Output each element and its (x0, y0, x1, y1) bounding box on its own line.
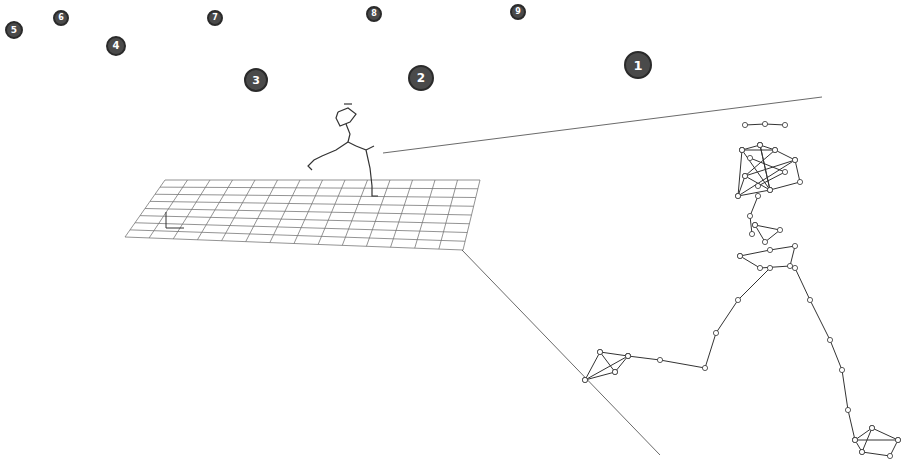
marker-dot (792, 157, 797, 162)
marker-dot (777, 227, 782, 232)
marker-dot (852, 437, 857, 442)
marker-dot (887, 453, 892, 458)
marker-dot (713, 330, 718, 335)
marker-dot (757, 265, 762, 270)
marker-dot (782, 122, 787, 127)
callout-number: 5 (11, 26, 17, 35)
marker-dot (612, 369, 617, 374)
marker-dot (625, 353, 630, 358)
marker-dot (702, 365, 707, 370)
marker-dot (762, 121, 767, 126)
axis-symbol (166, 212, 184, 228)
marker-dot (767, 187, 772, 192)
marker-dot (797, 179, 802, 184)
marker-dot (807, 297, 812, 302)
marker-dot (742, 173, 747, 178)
marker-dot (612, 369, 617, 374)
camera-circle: 1 (624, 51, 652, 79)
camera-circle: 6 (53, 10, 69, 26)
callout-number: 2 (417, 72, 425, 84)
marker-dot (735, 193, 740, 198)
marker-dot (597, 349, 602, 354)
marker-dot (762, 239, 767, 244)
marker-dot (772, 147, 777, 152)
marker-dot (827, 337, 832, 342)
marker-dot (735, 193, 740, 198)
marker-dot (895, 437, 900, 442)
skeleton-figure (582, 121, 900, 458)
marker-dot (749, 231, 754, 236)
small-figure (308, 104, 378, 196)
camera-circle: 2 (408, 65, 434, 91)
marker-dot (792, 157, 797, 162)
marker-dot (582, 377, 587, 382)
marker-dot (657, 357, 662, 362)
marker-dot (839, 367, 844, 372)
marker-dot (869, 425, 874, 430)
marker-dot (852, 437, 857, 442)
marker-dot (625, 353, 630, 358)
marker-dot (757, 142, 762, 147)
marker-dot (859, 449, 864, 454)
marker-dot (737, 253, 742, 258)
callout-number: 8 (371, 10, 377, 18)
camera-circle: 7 (207, 10, 223, 26)
marker-dot (735, 297, 740, 302)
marker-dot (755, 193, 760, 198)
camera-circle: 8 (366, 6, 382, 22)
marker-dot (767, 187, 772, 192)
marker-dot (792, 243, 797, 248)
marker-dot (755, 183, 760, 188)
callout-number: 1 (633, 59, 642, 72)
camera-circle: 3 (244, 68, 268, 92)
camera-circle: 5 (5, 21, 23, 39)
callout-number: 9 (515, 8, 521, 16)
marker-dot (895, 437, 900, 442)
marker-dot (772, 147, 777, 152)
marker-dot (742, 173, 747, 178)
marker-dot (859, 449, 864, 454)
marker-dot (752, 222, 757, 227)
callout-number: 7 (212, 14, 218, 22)
marker-dot (845, 407, 850, 412)
marker-dot (767, 187, 772, 192)
marker-dot (742, 122, 747, 127)
marker-dot (852, 437, 857, 442)
marker-dot (869, 425, 874, 430)
zoom-lines (383, 97, 822, 455)
marker-dot (597, 349, 602, 354)
marker-dot (767, 265, 772, 270)
marker-dot (767, 247, 772, 252)
callout-number: 4 (113, 41, 120, 51)
callout-number: 6 (58, 14, 64, 22)
marker-dot (792, 265, 797, 270)
marker-dot (737, 253, 742, 258)
marker-dot (739, 147, 744, 152)
camera-circle: 4 (106, 36, 126, 56)
callout-number: 3 (252, 75, 260, 86)
marker-dot (739, 147, 744, 152)
marker-dot (582, 377, 587, 382)
marker-dot (757, 142, 762, 147)
camera-circle: 9 (510, 4, 526, 20)
marker-dot (787, 263, 792, 268)
marker-dot (747, 155, 752, 160)
marker-dot (739, 147, 744, 152)
marker-dot (625, 353, 630, 358)
marker-dot (782, 169, 787, 174)
marker-dot (757, 142, 762, 147)
floor-grid (125, 180, 480, 250)
marker-dot (747, 213, 752, 218)
marker-dot (752, 222, 757, 227)
